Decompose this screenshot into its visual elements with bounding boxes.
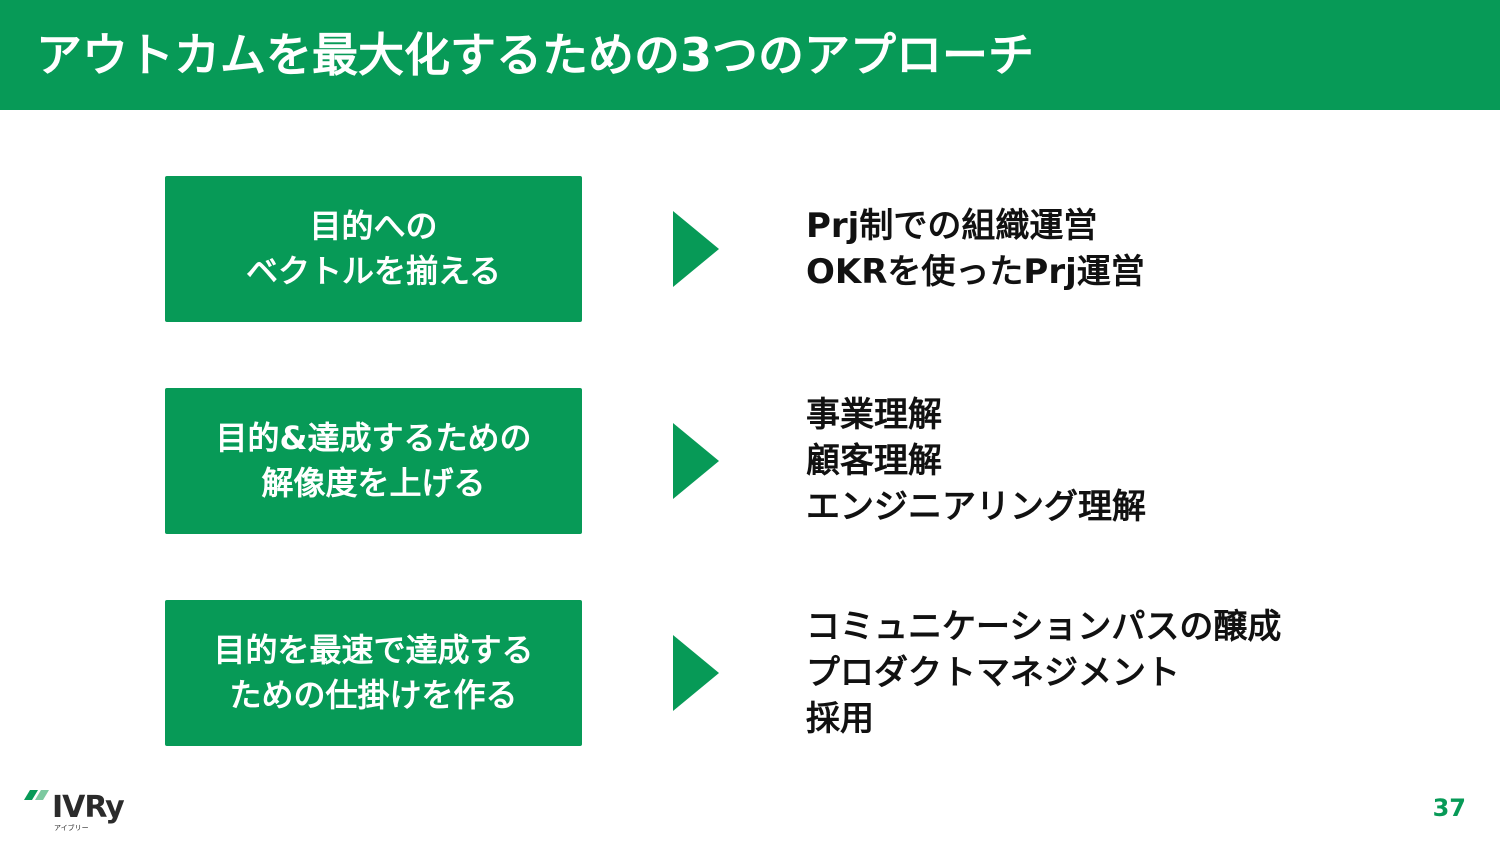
method-list: Prj制での組織運営 OKRを使ったPrj運営 [806,176,1446,322]
title-bar: アウトカムを最大化するための3つのアプローチ [0,0,1500,110]
goal-line: 目的&達成するための [215,419,532,457]
goal-box: 目的&達成するための 解像度を上げる [165,388,582,534]
method-item: 顧客理解 [806,441,942,481]
logo-text: IVRy [52,790,125,825]
method-item: プロダクトマネジメント [806,653,1180,693]
goal-line: 目的への [309,207,438,245]
method-item: OKRを使ったPrj運営 [806,252,1145,292]
method-list: コミュニケーションパスの醸成 プロダクトマネジメント 採用 [806,600,1446,746]
triangle-right-icon [673,423,719,499]
ivry-logo: IVRy アイブリー [24,790,144,832]
method-item: 事業理解 [806,395,942,435]
method-item: 採用 [806,699,874,739]
triangle-right-icon [673,211,719,287]
goal-line: 目的を最速で達成する [213,631,534,669]
goal-line: ベクトルを揃える [245,252,502,290]
goal-line: 解像度を上げる [261,464,486,502]
triangle-right-icon [673,635,719,711]
method-item: Prj制での組織運営 [806,206,1098,246]
slide-title: アウトカムを最大化するための3つのアプローチ [36,28,1035,82]
logo-subtext: アイブリー [54,824,89,832]
page-number: 37 [1432,794,1466,822]
method-item: エンジニアリング理解 [806,487,1146,527]
logo-mark-icon [24,790,49,800]
goal-box: 目的を最速で達成する ための仕掛けを作る [165,600,582,746]
goal-box: 目的への ベクトルを揃える [165,176,582,322]
approach-row: 目的を最速で達成する ための仕掛けを作る コミュニケーションパスの醸成 プロダク… [0,600,1500,746]
method-item: コミュニケーションパスの醸成 [806,607,1282,647]
goal-line: ための仕掛けを作る [229,676,518,714]
approach-row: 目的&達成するための 解像度を上げる 事業理解 顧客理解 エンジニアリング理解 [0,388,1500,534]
method-list: 事業理解 顧客理解 エンジニアリング理解 [806,388,1446,534]
approach-row: 目的への ベクトルを揃える Prj制での組織運営 OKRを使ったPrj運営 [0,176,1500,322]
